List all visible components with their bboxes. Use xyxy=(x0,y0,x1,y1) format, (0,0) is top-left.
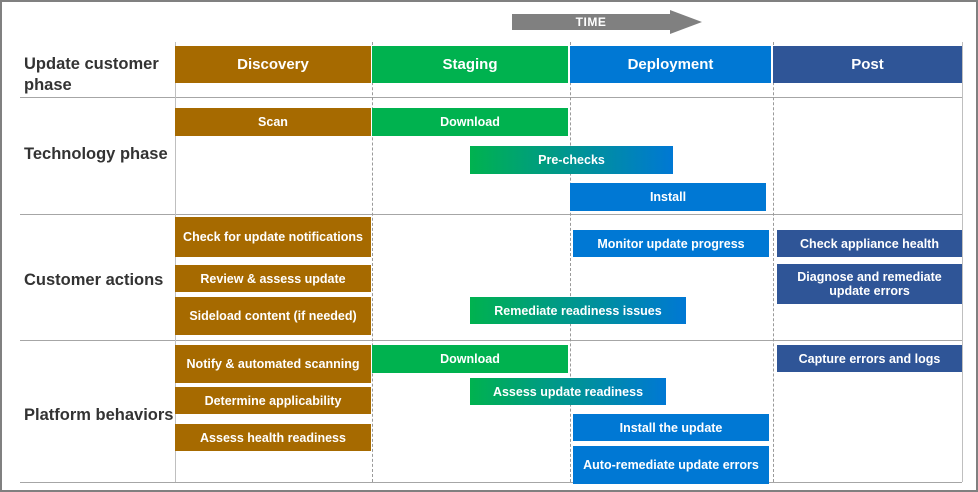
row-label-technology-phase: Technology phase xyxy=(24,145,168,163)
phase-header-post[interactable]: Post xyxy=(773,46,962,83)
row-separator xyxy=(20,214,962,215)
task-bar[interactable]: Assess health readiness xyxy=(175,424,371,451)
task-bar[interactable]: Review & assess update xyxy=(175,265,371,292)
task-bar[interactable]: Determine applicability xyxy=(175,387,371,414)
task-bar[interactable]: Diagnose and remediate update errors xyxy=(777,264,962,304)
row-separator xyxy=(20,97,962,98)
task-bar[interactable]: Capture errors and logs xyxy=(777,345,962,372)
task-bar[interactable]: Assess update readiness xyxy=(470,378,666,405)
time-arrow-shaft xyxy=(512,14,670,30)
row-separator xyxy=(20,340,962,341)
column-separator xyxy=(372,42,373,482)
task-bar[interactable]: Remediate readiness issues xyxy=(470,297,686,324)
task-bar[interactable]: Pre-checks xyxy=(470,146,673,174)
task-bar[interactable]: Download xyxy=(372,345,568,373)
task-bar[interactable]: Check appliance health xyxy=(777,230,962,257)
time-arrow: TIME xyxy=(512,10,702,34)
row-label-platform-behaviors: Platform behaviors xyxy=(24,406,174,424)
task-bar[interactable]: Install xyxy=(570,183,766,211)
task-bar[interactable]: Check for update notifications xyxy=(175,217,371,257)
phase-header-discovery[interactable]: Discovery xyxy=(175,46,371,83)
right-arrow-icon xyxy=(670,10,702,34)
task-bar[interactable]: Scan xyxy=(175,108,371,136)
task-bar[interactable]: Auto-remediate update errors xyxy=(573,446,769,484)
time-label: TIME xyxy=(575,15,607,29)
column-separator xyxy=(773,42,774,482)
row-label-customer-actions: Customer actions xyxy=(24,271,164,289)
column-separator xyxy=(175,42,176,482)
phase-header-staging[interactable]: Staging xyxy=(372,46,568,83)
task-bar[interactable]: Notify & automated scanning xyxy=(175,345,371,383)
task-bar[interactable]: Monitor update progress xyxy=(573,230,769,257)
column-separator xyxy=(962,42,963,482)
phase-header-deployment[interactable]: Deployment xyxy=(570,46,771,83)
row-label-update-customer-phase: Update customer phase xyxy=(24,55,159,94)
task-bar[interactable]: Sideload content (if needed) xyxy=(175,297,371,335)
row-separator xyxy=(20,482,962,483)
task-bar[interactable]: Download xyxy=(372,108,568,136)
task-bar[interactable]: Install the update xyxy=(573,414,769,441)
column-separator xyxy=(570,42,571,482)
